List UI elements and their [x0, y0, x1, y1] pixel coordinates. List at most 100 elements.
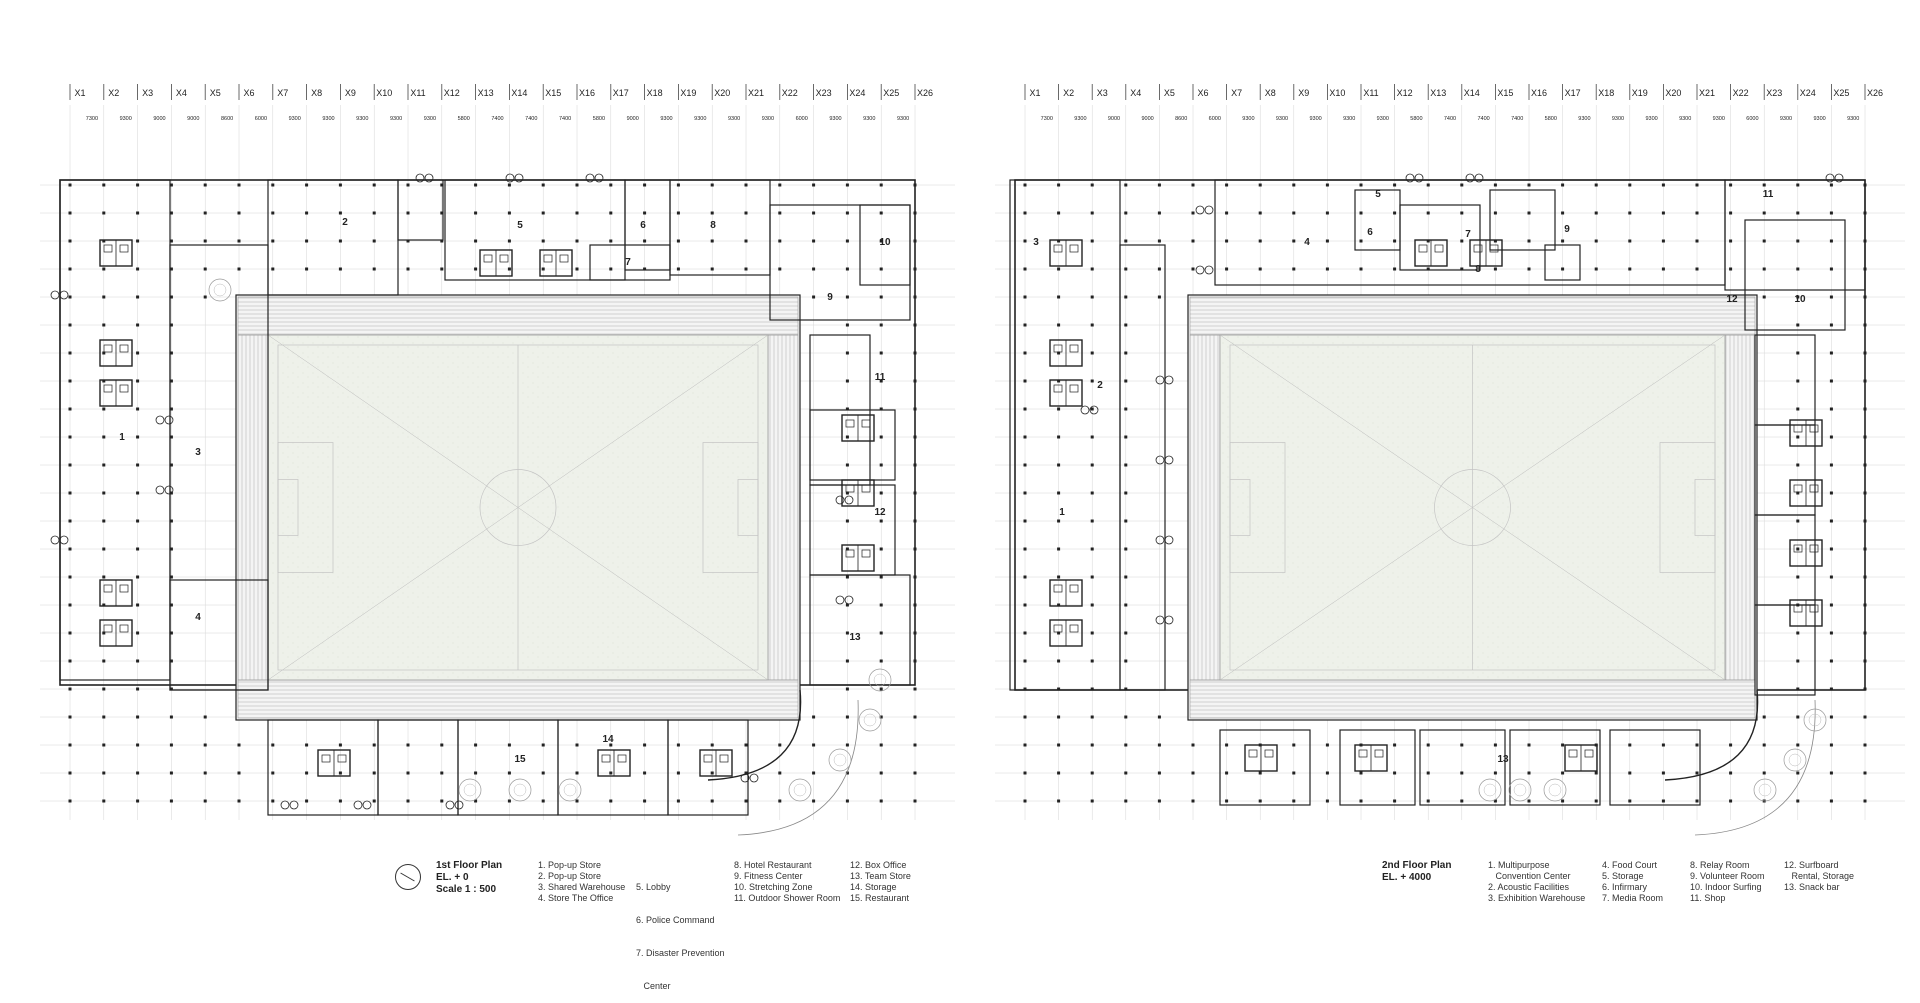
column	[1191, 771, 1195, 775]
stand-seating	[237, 334, 269, 681]
room	[1744, 219, 1846, 331]
column	[372, 771, 376, 775]
axis-label: X6	[1197, 88, 1208, 98]
column	[102, 323, 106, 327]
column	[1191, 743, 1195, 747]
span-dimension: 9300	[660, 116, 672, 122]
span-dimension: 9300	[1713, 116, 1725, 122]
column	[1359, 267, 1363, 271]
column	[1157, 799, 1161, 803]
column	[1124, 575, 1128, 579]
axis-label: X23	[1766, 88, 1782, 98]
column	[1829, 379, 1833, 383]
column	[1023, 771, 1027, 775]
column	[1023, 799, 1027, 803]
column	[913, 799, 917, 803]
column	[406, 183, 410, 187]
fixture	[103, 384, 113, 393]
column	[68, 603, 72, 607]
plan1-north-arrow	[395, 864, 421, 890]
column	[1796, 631, 1800, 635]
column	[643, 267, 647, 271]
door-symbol	[835, 595, 845, 605]
axis-label: X15	[545, 88, 561, 98]
room	[809, 409, 896, 481]
door-symbol	[1164, 375, 1174, 385]
column	[575, 183, 579, 187]
door-symbol	[50, 290, 60, 300]
column	[710, 183, 714, 187]
column	[778, 239, 782, 243]
column	[338, 239, 342, 243]
column	[1762, 183, 1766, 187]
column	[1729, 267, 1733, 271]
span-dimension: 9300	[1309, 116, 1321, 122]
plaza-edge	[737, 699, 859, 836]
column	[271, 211, 275, 215]
plan2-legend-col-4: 12. Surfboard Rental, Storage 13. Snack …	[1784, 860, 1854, 893]
column	[1796, 799, 1800, 803]
legend-item: 3. Shared Warehouse	[538, 882, 626, 892]
curved-corner-wall	[1664, 689, 1759, 781]
column	[169, 407, 173, 411]
column	[1829, 799, 1833, 803]
column	[136, 435, 140, 439]
tree	[1753, 778, 1777, 802]
column	[845, 575, 849, 579]
tree	[1783, 748, 1807, 772]
axis-label: X5	[1164, 88, 1175, 98]
room-number: 3	[195, 447, 201, 458]
column	[1157, 743, 1161, 747]
legend-item: 8. Hotel Restaurant	[734, 860, 812, 870]
column	[1796, 183, 1800, 187]
span-dimension: 5800	[1545, 116, 1557, 122]
axis-label: X10	[376, 88, 392, 98]
column	[1191, 183, 1195, 187]
room-number: 4	[195, 612, 201, 623]
fixture	[543, 254, 553, 263]
column	[879, 267, 883, 271]
axis-label: X24	[1800, 88, 1816, 98]
door-symbol	[289, 800, 299, 810]
column	[812, 743, 816, 747]
axis-label: X26	[917, 88, 933, 98]
door-symbol	[749, 773, 759, 783]
column	[1628, 211, 1632, 215]
column	[1796, 491, 1800, 495]
column	[744, 743, 748, 747]
column	[203, 267, 207, 271]
column	[879, 463, 883, 467]
column	[1023, 351, 1027, 355]
axis-label: X1	[1029, 88, 1040, 98]
column	[440, 239, 444, 243]
column	[609, 183, 613, 187]
column	[136, 183, 140, 187]
column	[507, 211, 511, 215]
column	[1325, 799, 1329, 803]
column	[879, 351, 883, 355]
column	[778, 771, 782, 775]
column	[1124, 519, 1128, 523]
column	[1292, 267, 1296, 271]
column	[1292, 211, 1296, 215]
axis-label: X21	[748, 88, 764, 98]
room	[1509, 729, 1601, 806]
axis-label: X8	[311, 88, 322, 98]
room	[1544, 244, 1581, 281]
plan2-elevation: EL. + 4000	[1382, 872, 1432, 883]
door-symbol	[835, 495, 845, 505]
fixture	[1053, 584, 1063, 593]
column	[1695, 267, 1699, 271]
door-symbol	[1155, 535, 1165, 545]
column	[1258, 267, 1262, 271]
column	[1057, 407, 1061, 411]
legend-item: 14. Storage	[850, 882, 897, 892]
column	[879, 323, 883, 327]
fixture	[103, 344, 113, 353]
tree-canopy	[513, 783, 527, 797]
column	[68, 379, 72, 383]
span-dimension: 7400	[1511, 116, 1523, 122]
column	[1258, 239, 1262, 243]
column	[1124, 435, 1128, 439]
column	[406, 799, 410, 803]
